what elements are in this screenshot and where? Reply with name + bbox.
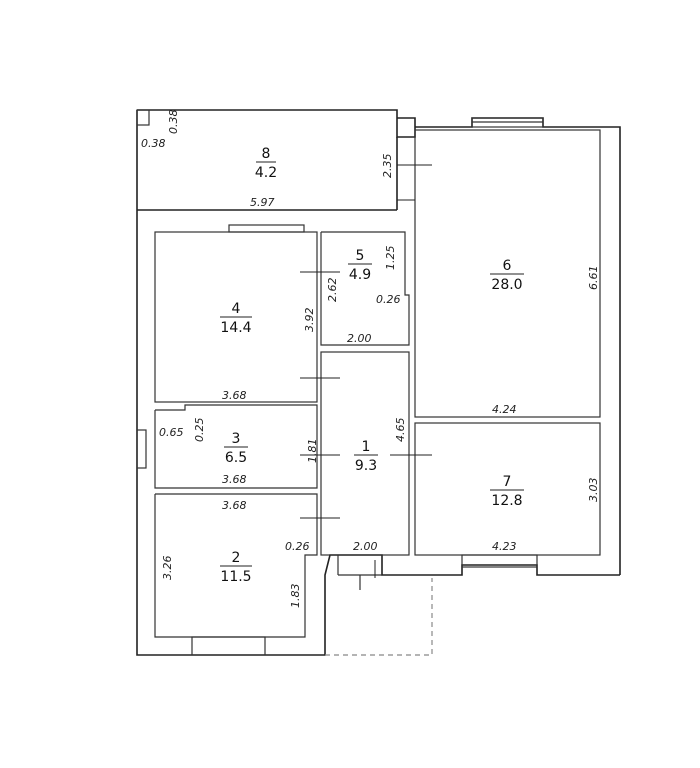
dim-2-00-room5: 2.00 bbox=[347, 332, 372, 345]
dim-3-68-room2: 3.68 bbox=[222, 499, 247, 512]
dim-0-38-horizontal: 0.38 bbox=[141, 137, 166, 150]
room-5-area: 4.9 bbox=[349, 267, 371, 283]
dim-0-65: 0.65 bbox=[159, 426, 184, 439]
room-8-number: 8 bbox=[262, 146, 271, 162]
dim-4-24: 4.24 bbox=[492, 403, 517, 416]
room-2-area: 11.5 bbox=[220, 569, 251, 585]
room-6-number: 6 bbox=[503, 258, 512, 274]
dim-2-35: 2.35 bbox=[381, 154, 394, 179]
dim-4-65: 4.65 bbox=[394, 418, 407, 443]
dim-3-68-room3: 3.68 bbox=[222, 473, 247, 486]
dim-0-26-room5: 0.26 bbox=[376, 293, 401, 306]
room8-corner-marks bbox=[136, 109, 150, 126]
dim-3-26: 3.26 bbox=[161, 556, 174, 581]
dim-1-83: 1.83 bbox=[289, 584, 302, 609]
room-1-area: 9.3 bbox=[355, 458, 377, 474]
dim-6-61: 6.61 bbox=[587, 266, 600, 291]
room-7-area: 12.8 bbox=[491, 493, 522, 509]
window-top-room6 bbox=[471, 117, 544, 128]
door-ticks bbox=[300, 164, 432, 578]
room-6-area: 28.0 bbox=[491, 277, 522, 293]
room-5-number: 5 bbox=[356, 248, 365, 264]
dim-0-26-room2: 0.26 bbox=[285, 540, 310, 553]
room-2-number: 2 bbox=[232, 550, 241, 566]
dim-3-03: 3.03 bbox=[587, 478, 600, 503]
room-7-walls bbox=[414, 422, 601, 568]
room-4-walls bbox=[154, 224, 318, 403]
dim-0-25: 0.25 bbox=[193, 418, 206, 443]
dim-1-81: 1.81 bbox=[306, 439, 319, 464]
dim-4-23: 4.23 bbox=[492, 540, 517, 553]
dim-2-62: 2.62 bbox=[326, 278, 339, 303]
dim-3-68-room4: 3.68 bbox=[222, 389, 247, 402]
dim-5-97: 5.97 bbox=[250, 196, 275, 209]
dim-1-25: 1.25 bbox=[384, 246, 397, 271]
room-3-walls bbox=[136, 404, 318, 489]
porch-outline bbox=[325, 555, 433, 656]
room-3-number: 3 bbox=[232, 431, 241, 447]
dim-3-92: 3.92 bbox=[303, 308, 316, 333]
room-4-area: 14.4 bbox=[220, 320, 251, 336]
room-6-walls bbox=[414, 129, 601, 418]
room-1-walls bbox=[320, 351, 410, 556]
dim-2-00-room1: 2.00 bbox=[353, 540, 378, 553]
room-5-walls bbox=[320, 231, 410, 346]
room-4-number: 4 bbox=[232, 301, 241, 317]
dim-0-38-vertical: 0.38 bbox=[167, 110, 180, 135]
room-2-walls bbox=[154, 493, 318, 656]
room-3-area: 6.5 bbox=[225, 450, 247, 466]
room-1-number: 1 bbox=[362, 439, 371, 455]
room-7-number: 7 bbox=[503, 474, 512, 490]
room-8-area: 4.2 bbox=[255, 165, 277, 181]
outer-walls bbox=[136, 109, 621, 656]
